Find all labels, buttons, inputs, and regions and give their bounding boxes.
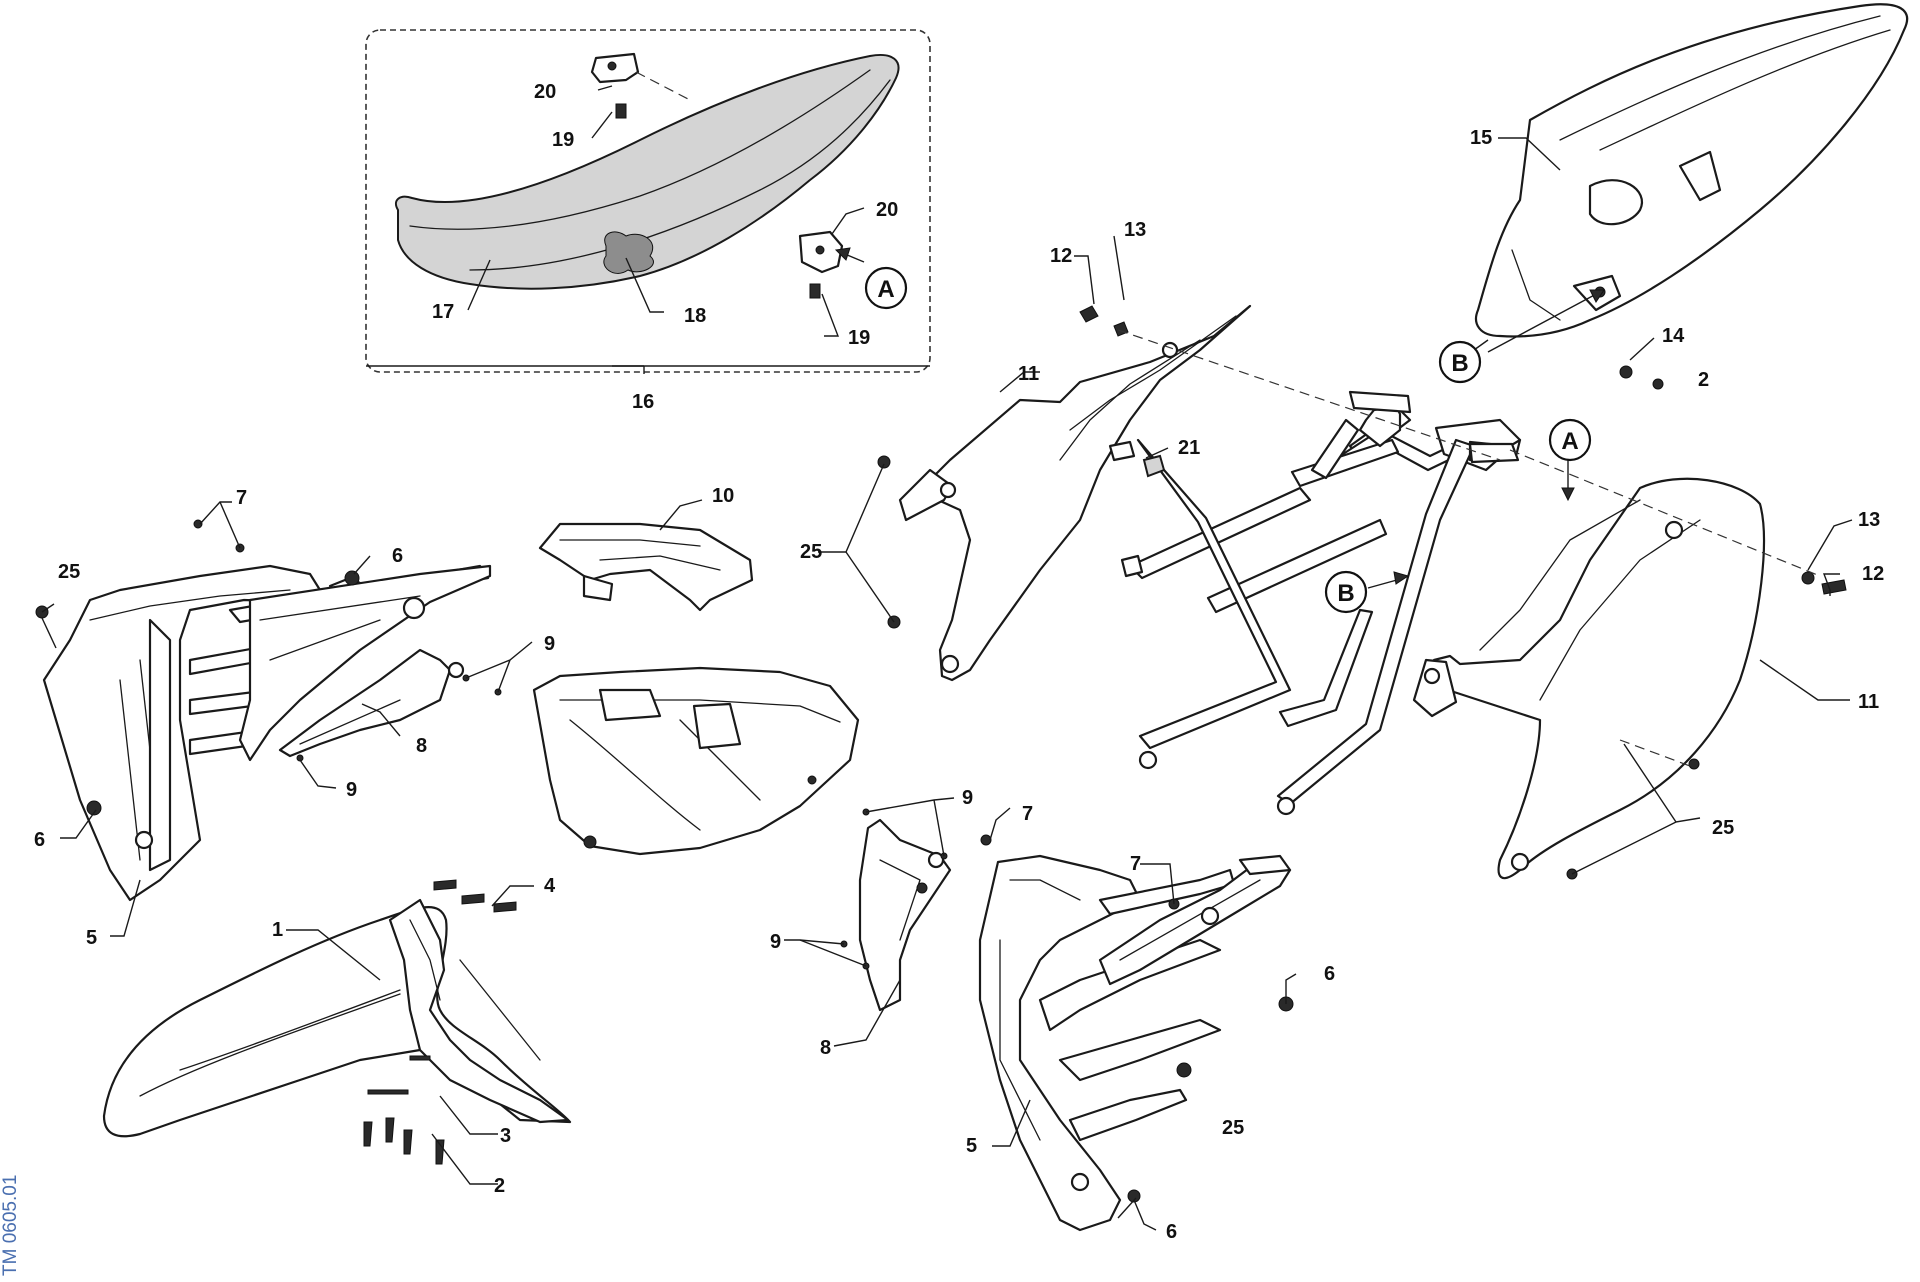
seat-seam-2 [469, 79, 891, 271]
label-part-8: 8 [416, 735, 427, 757]
label-part-14: 14 [1662, 325, 1685, 347]
label-part-12: 12 [1862, 563, 1884, 585]
screw-7-left [193, 519, 203, 529]
label-part-9: 9 [544, 633, 555, 655]
label-part-1: 1 [272, 919, 283, 941]
bracket-hole-2 [815, 245, 825, 255]
label-part-25: 25 [1222, 1117, 1244, 1139]
bolt-19-top [615, 103, 627, 119]
front-fender-1 [102, 898, 572, 1138]
label-part-9: 9 [962, 787, 973, 809]
radiator-shroud-top [238, 564, 492, 762]
side-panel-11-right [1412, 477, 1766, 880]
label-part-20: 20 [534, 81, 556, 103]
label-part-18: 18 [684, 305, 706, 327]
callout-b-fender: B [1438, 340, 1482, 384]
seat-guide-line [635, 71, 691, 101]
label-part-6: 6 [392, 545, 403, 567]
seat-17 [394, 54, 900, 290]
seat-assembly-group [365, 29, 931, 373]
label-part-7: 7 [1130, 853, 1141, 875]
label-part-21: 21 [1178, 437, 1200, 459]
label-part-20: 20 [876, 199, 898, 221]
airbox-housing [532, 666, 860, 856]
subframe [1120, 390, 1522, 816]
airbox-cover-10 [538, 522, 754, 612]
label-part-25: 25 [58, 561, 80, 583]
label-part-11: 11 [1858, 691, 1879, 713]
label-part-5: 5 [86, 927, 97, 949]
label-part-15: 15 [1470, 127, 1492, 149]
label-part-25: 25 [1712, 817, 1734, 839]
label-part-11: 11 [1018, 363, 1039, 385]
label-part-6: 6 [34, 829, 45, 851]
radiator-shroud-5-right [978, 854, 1236, 1232]
label-part-13: 13 [1858, 509, 1880, 531]
part-labels: 1 2 2 3 4 5 5 6 6 6 6 7 7 7 8 8 9 9 9 9 … [34, 81, 1884, 1243]
label-part-4: 4 [544, 875, 556, 897]
label-part-9: 9 [770, 931, 781, 953]
label-part-6: 6 [1166, 1221, 1177, 1243]
label-part-10: 10 [712, 485, 734, 507]
drawing-code: TM 0605.01 [0, 1175, 21, 1276]
seat-assembly-frame [365, 29, 931, 373]
callout-a-label: A [877, 276, 894, 303]
radiator-top-right [1098, 854, 1292, 986]
cap-21 [1142, 454, 1166, 478]
lower-panel-8-right [858, 818, 952, 1012]
callout-b-label: B [1337, 580, 1354, 607]
label-part-25: 25 [800, 541, 822, 563]
label-part-6: 6 [1324, 963, 1335, 985]
callout-a-label: A [1561, 428, 1578, 455]
label-part-8: 8 [820, 1037, 831, 1059]
bracket-hole [607, 61, 617, 71]
callout-a-seat: A [864, 266, 908, 310]
label-part-3: 3 [500, 1125, 511, 1147]
bolt-19-right [809, 283, 821, 299]
label-part-2: 2 [494, 1175, 505, 1197]
label-part-19: 19 [848, 327, 870, 349]
callout-b-frame: B [1324, 570, 1368, 614]
label-part-17: 17 [432, 301, 454, 323]
label-part-13: 13 [1124, 219, 1146, 241]
label-part-7: 7 [236, 487, 247, 509]
callout-b-label: B [1451, 350, 1468, 377]
label-part-16: 16 [632, 391, 654, 413]
leader-lines [41, 85, 1853, 1231]
label-part-7: 7 [1022, 803, 1033, 825]
lower-panel-8-left [278, 648, 465, 758]
callout-arrows [834, 247, 1605, 589]
label-part-5: 5 [966, 1135, 977, 1157]
seat-seam [409, 69, 871, 230]
seat-patch-18 [603, 231, 654, 274]
rear-fender-15 [1474, 3, 1909, 338]
label-part-12: 12 [1050, 245, 1072, 267]
label-part-9: 9 [346, 779, 357, 801]
side-panel-11-left [898, 304, 1252, 682]
callout-a-panel: A [1548, 418, 1592, 462]
label-part-19: 19 [552, 129, 574, 151]
label-part-2: 2 [1698, 369, 1709, 391]
guide-lines [1117, 329, 1821, 767]
